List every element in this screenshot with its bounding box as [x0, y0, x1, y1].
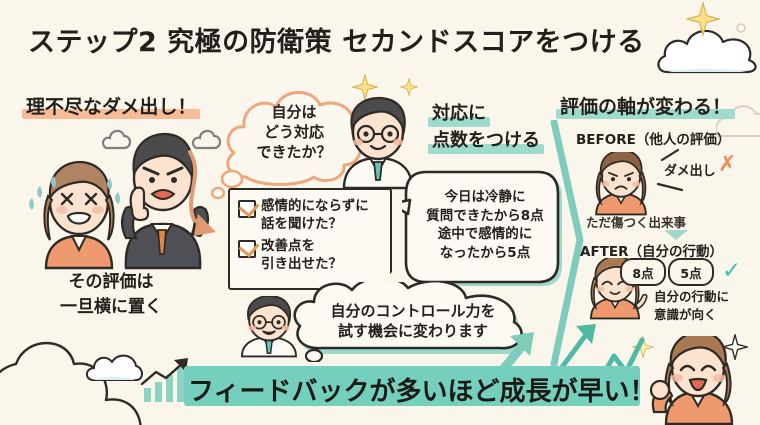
score-badge-8: 8点 [620, 258, 666, 286]
self-assessment-checklist: 感情的にならずに 話を聞けた？ 改善点を 引き出せた？ [228, 188, 392, 291]
smiling-man-with-glasses-illustration [241, 296, 297, 358]
score-line2: 質問できたから8点 [426, 207, 544, 224]
smiling-man-with-glasses-illustration [342, 96, 414, 190]
thought-line1: 自分は [271, 103, 317, 121]
angry-boss-illustration [120, 132, 210, 270]
score-section-heading: 対応に 点数をつける [428, 100, 544, 154]
anger-puff-icon [191, 129, 222, 150]
bottom-banner-highlight [184, 366, 640, 406]
cloud-decoration-right [716, 96, 760, 140]
thought-line2: どう対応 [263, 122, 324, 141]
after-label: AFTER（自分の行動） [580, 244, 723, 260]
control-line1: 自分のコントロール力を [330, 302, 496, 320]
distressed-woman-illustration [29, 160, 120, 270]
sad-woman-illustration [595, 152, 647, 216]
cloud-decoration-topright [655, 22, 760, 78]
mid-heading-line1: 対応に [428, 100, 490, 127]
sparkle-icon [400, 78, 418, 96]
before-note: ただ傷つく出来事 [586, 215, 687, 230]
section-divider-chevron [550, 120, 584, 366]
left-caption-line2: 一旦横に置く [60, 296, 162, 317]
thought-bubble-text: 自分は どう対応 できたか？ [232, 103, 356, 163]
cloud-decoration-small [86, 352, 146, 386]
check-mark-icon: ✓ [722, 258, 742, 284]
sparkle-icon [352, 74, 378, 100]
bottom-banner-text: フィードバックが多いほど成長が早い！ [188, 377, 656, 407]
right-panel-heading: 評価の軸が変わる！ [555, 92, 736, 119]
left-panel-heading: 理不尽なダメ出し！ [21, 92, 201, 119]
dot-decoration [736, 23, 746, 33]
checklist-item-text: 感情的にならずに 話を聞けた？ [261, 198, 369, 233]
checklist-2-line1: 改善点を [261, 238, 315, 255]
emphasis-lines-decoration [656, 148, 684, 192]
thought-bubble-self-reflection: 自分は どう対応 できたか？ [210, 91, 362, 200]
checklist-1-line1: 感情的にならずに [261, 198, 369, 214]
cross-mark-icon: ✗ [718, 152, 737, 177]
thought-line3: できたか？ [256, 142, 332, 161]
checklist-item[interactable]: 感情的にならずに 話を聞けた？ [238, 198, 382, 233]
after-note-line2: 意識が向く [654, 307, 717, 323]
checkbox-checked-icon[interactable] [238, 240, 256, 259]
score-line3: 途中で感情的に [437, 226, 533, 243]
cloud-decoration-bottomleft [0, 330, 172, 425]
down-arrow-icon [664, 230, 688, 240]
sparkle-icon [686, 2, 720, 36]
page-title: ステップ2 究極の防衛策 セカンドスコアをつける [28, 27, 645, 58]
checkbox-checked-icon[interactable] [238, 200, 256, 218]
score-example-bubble: 今日は冷静に 質問できたから8点 途中で感情的に なったから5点 [402, 170, 562, 286]
score-bubble-text: 今日は冷静に 質問できたから8点 途中で感情的に なったから5点 [418, 188, 552, 263]
before-label: BEFORE（他人の評価） [576, 132, 731, 148]
control-line2: 試す機会に変わります [337, 322, 488, 341]
checklist-1-line2: 話を聞けた？ [261, 215, 342, 232]
score-line4: なったから5点 [439, 244, 531, 261]
score-badge-5: 5点 [668, 258, 714, 286]
after-note: 自分の行動に 意識が向く [654, 288, 729, 324]
before-badge-text: ダメ出し [664, 164, 716, 179]
happy-woman-illustration [590, 258, 648, 320]
right-heading-text: 評価の軸が変わる！ [555, 92, 736, 119]
left-caption-line1: その評価は [68, 272, 154, 292]
score-line1: 今日は冷静に [444, 189, 526, 205]
checklist-item[interactable]: 改善点を 引き出せた？ [238, 238, 382, 273]
sparkle-icon [722, 334, 748, 360]
cheering-woman-illustration [649, 336, 734, 425]
mid-heading-line2: 点数をつける [428, 127, 544, 154]
checklist-2-line2: 引き出せた？ [261, 255, 342, 272]
control-bubble-text: 自分のコントロール力を 試す機会に変わります [308, 301, 518, 342]
flow-arrow-orange-icon [188, 150, 216, 236]
left-heading-text: 理不尽なダメ出し！ [21, 92, 201, 119]
left-panel-caption: その評価は 一旦横に置く [16, 270, 206, 319]
checklist-item-text: 改善点を 引き出せた？ [261, 238, 342, 273]
control-message-bubble: 自分のコントロール力を 試す機会に変わります [293, 282, 526, 362]
anger-puff-icon [101, 129, 132, 150]
after-note-line1: 自分の行動に [654, 289, 730, 304]
